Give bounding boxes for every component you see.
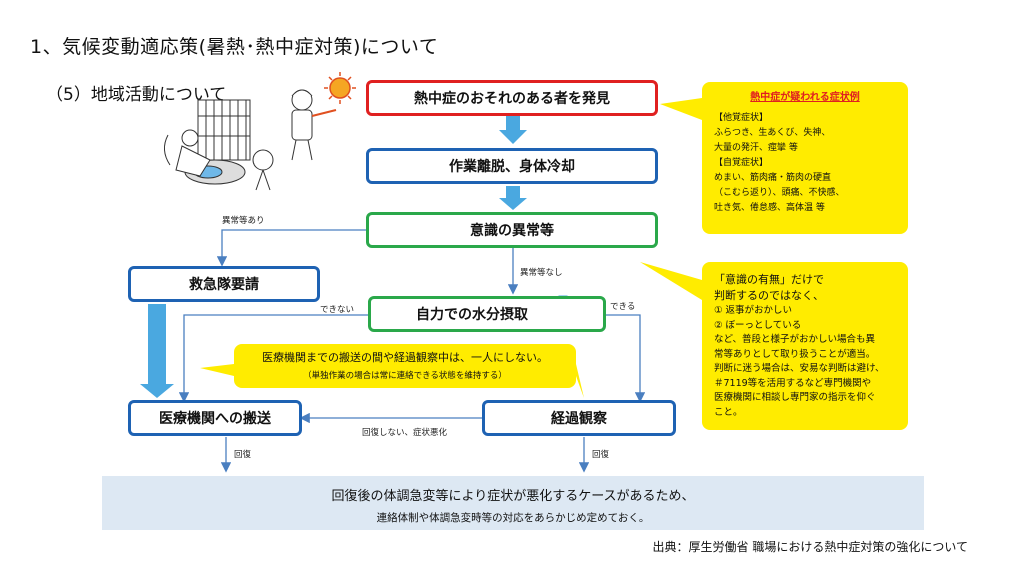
judgement-l2: 判断するのではなく、 (714, 289, 824, 302)
section-subtitle: （5）地域活動について (46, 85, 227, 105)
symptoms-title: 熱中症が疑われる症状例 (750, 92, 860, 103)
symptoms-other-head: 【他覚症状】 (714, 113, 769, 123)
judgement-l10: こと。 (714, 406, 743, 418)
label-abnormal-no: 異常等なし (520, 268, 563, 278)
judgement-l6: 常等ありとして取り扱うことが適当。 (714, 348, 876, 360)
judgement-l1: 「意識の有無」だけで (714, 273, 824, 286)
monitor-line2: （単独作業の場合は常に連絡できる状態を維持する） (303, 371, 507, 381)
judgement-callout: 「意識の有無」だけで 判断するのではなく、 ① 返事がおかしい ② ぼーっとして… (702, 262, 908, 430)
followup-band: 回復後の体調急変等により症状が悪化するケースがあるため、 連絡体制や体調急変時等… (102, 476, 924, 530)
judgement-l7: 判断に迷う場合は、安易な判断は避け、 (714, 363, 885, 374)
band-line2: 連絡体制や体調急変時等の対応をあらかじめ定めておく。 (376, 512, 650, 524)
sun-icon (324, 72, 356, 104)
symptoms-callout: 熱中症が疑われる症状例 【他覚症状】 ふらつき、生あくび、失神、 大量の発汗、痙… (702, 82, 908, 234)
monitor-pointer-right (576, 364, 584, 398)
box-call-ambulance: 救急隊要請 (128, 266, 320, 302)
workers-illustration (164, 89, 337, 191)
symptoms-other-2: 大量の発汗、痙攣 等 (714, 143, 798, 153)
judgement-l5: など、普段と様子がおかしい場合も異 (714, 334, 876, 345)
symptoms-pointer (660, 98, 702, 120)
label-can: できる (610, 302, 636, 312)
label-abnormal-yes: 異常等あり (222, 216, 265, 226)
box-leave-and-cool: 作業離脱、身体冷却 (366, 148, 658, 184)
monitor-line1: 医療機関までの搬送の間や経過観察中は、一人にしない。 (262, 351, 548, 364)
symptoms-self-head: 【自覚症状】 (714, 158, 769, 168)
box-discover: 熱中症のおそれのある者を発見 (366, 80, 658, 116)
symptoms-self-2: （こむら返り）、頭痛、不快感、 (714, 188, 845, 198)
label-worse: 回復しない、症状悪化 (362, 428, 448, 438)
main-flow-arrows (140, 116, 527, 398)
label-recover-left: 回復 (234, 450, 252, 460)
symptoms-self-1: めまい、筋肉痛・筋肉の硬直 (714, 173, 832, 183)
page-title: 1、気候変動適応策(暑熱･熱中症対策)について (30, 36, 439, 58)
symptoms-self-3: 吐き気、倦怠感、高体温 等 (714, 203, 825, 213)
box-consciousness: 意識の異常等 (366, 212, 658, 248)
box-transport-hospital: 医療機関への搬送 (128, 400, 302, 436)
monitor-pointer-left (200, 364, 234, 376)
monitor-callout: 医療機関までの搬送の間や経過観察中は、一人にしない。 （単独作業の場合は常に連絡… (234, 344, 576, 388)
label-recover-right: 回復 (592, 450, 610, 460)
label-cannot: できない (320, 305, 355, 315)
symptoms-other-1: ふらつき、生あくび、失神、 (714, 128, 831, 138)
box-self-hydration: 自力での水分摂取 (368, 296, 606, 332)
band-line1: 回復後の体調急変等により症状が悪化するケースがあるため、 (331, 489, 695, 504)
judgement-l3: ① 返事がおかしい (714, 305, 793, 316)
box-observation: 経過観察 (482, 400, 676, 436)
judgement-l9: 医療機関に相談し専門家の指示を仰ぐ (714, 392, 876, 403)
judgement-l4: ② ぼーっとしている (714, 319, 802, 331)
source-citation: 出典：厚生労働省 職場における熱中症対策の強化について (652, 540, 968, 554)
judgement-l8: ＃7119等を活用するなど専門機関や (714, 377, 872, 389)
judgement-pointer (640, 262, 702, 300)
